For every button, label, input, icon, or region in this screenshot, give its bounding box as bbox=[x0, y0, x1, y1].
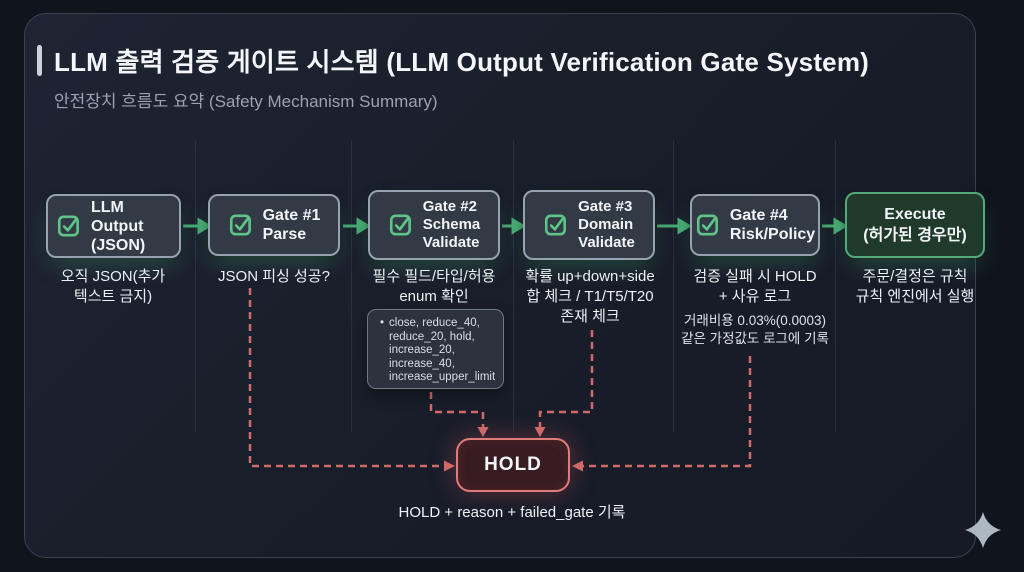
page-subtitle: 안전장치 흐름도 요약 (Safety Mechanism Summary) bbox=[54, 92, 438, 111]
box-title: Gate #3 Domain Validate bbox=[578, 198, 635, 251]
column-divider bbox=[195, 140, 196, 432]
flow-box-gate-1: Gate #1 Parse bbox=[208, 194, 340, 256]
enum-list-box: • close, reduce_40, reduce_20, hold, inc… bbox=[367, 309, 504, 389]
page-title: LLM 출력 검증 게이트 시스템 (LLM Output Verificati… bbox=[54, 47, 870, 77]
note-gate-4: 검증 실패 시 HOLD + 사유 로그 bbox=[693, 268, 817, 305]
subnote-gate-4: 거래비용 0.03%(0.0003) 같은 가정값도 로그에 기록 bbox=[681, 313, 829, 346]
column-divider bbox=[835, 140, 836, 432]
flow-box-llm-output: LLM Output (JSON) bbox=[46, 194, 181, 258]
flow-box-gate-3: Gate #3 Domain Validate bbox=[523, 190, 655, 260]
column-divider bbox=[513, 140, 514, 432]
note-gate-2: 필수 필드/타입/허용 enum 확인 bbox=[372, 268, 496, 305]
hold-label: HOLD bbox=[484, 454, 542, 475]
hold-box: HOLD bbox=[456, 438, 570, 492]
bullet-icon: • bbox=[380, 317, 385, 329]
column-divider bbox=[351, 140, 352, 432]
title-accent-bar bbox=[37, 45, 42, 76]
note-gate-3: 확률 up+down+side 합 체크 / T1/T5/T20 존재 체크 bbox=[525, 268, 655, 325]
box-title: Execute (허가된 경우만) bbox=[863, 206, 967, 244]
flow-box-gate-2: Gate #2 Schema Validate bbox=[368, 190, 500, 260]
flow-box-execute: Execute (허가된 경우만) bbox=[845, 192, 985, 258]
note-gate-1: JSON 피싱 성공? bbox=[218, 268, 330, 285]
checkbox-icon bbox=[389, 214, 411, 236]
note-llm-output: 오직 JSON(추가 텍스트 금지) bbox=[60, 268, 166, 305]
sparkle-icon bbox=[965, 512, 1001, 548]
note-execute: 주문/결정은 규칙 규칙 엔진에서 실행 bbox=[855, 268, 975, 305]
box-title: Gate #1 Parse bbox=[262, 207, 321, 243]
box-title: Gate #4 Risk/Policy bbox=[729, 207, 816, 243]
flow-box-gate-4: Gate #4 Risk/Policy bbox=[690, 194, 820, 256]
box-title: Gate #2 Schema Validate bbox=[422, 198, 481, 251]
checkbox-icon bbox=[229, 214, 251, 236]
checkbox-icon bbox=[696, 214, 718, 236]
checkbox-icon bbox=[545, 214, 567, 236]
box-title: LLM Output (JSON) bbox=[91, 198, 146, 254]
enum-items: close, reduce_40, reduce_20, hold, incre… bbox=[389, 317, 496, 383]
footer-note: HOLD + reason + failed_gate 기록 bbox=[398, 504, 626, 521]
column-divider bbox=[673, 140, 674, 432]
checkbox-icon bbox=[57, 215, 79, 237]
